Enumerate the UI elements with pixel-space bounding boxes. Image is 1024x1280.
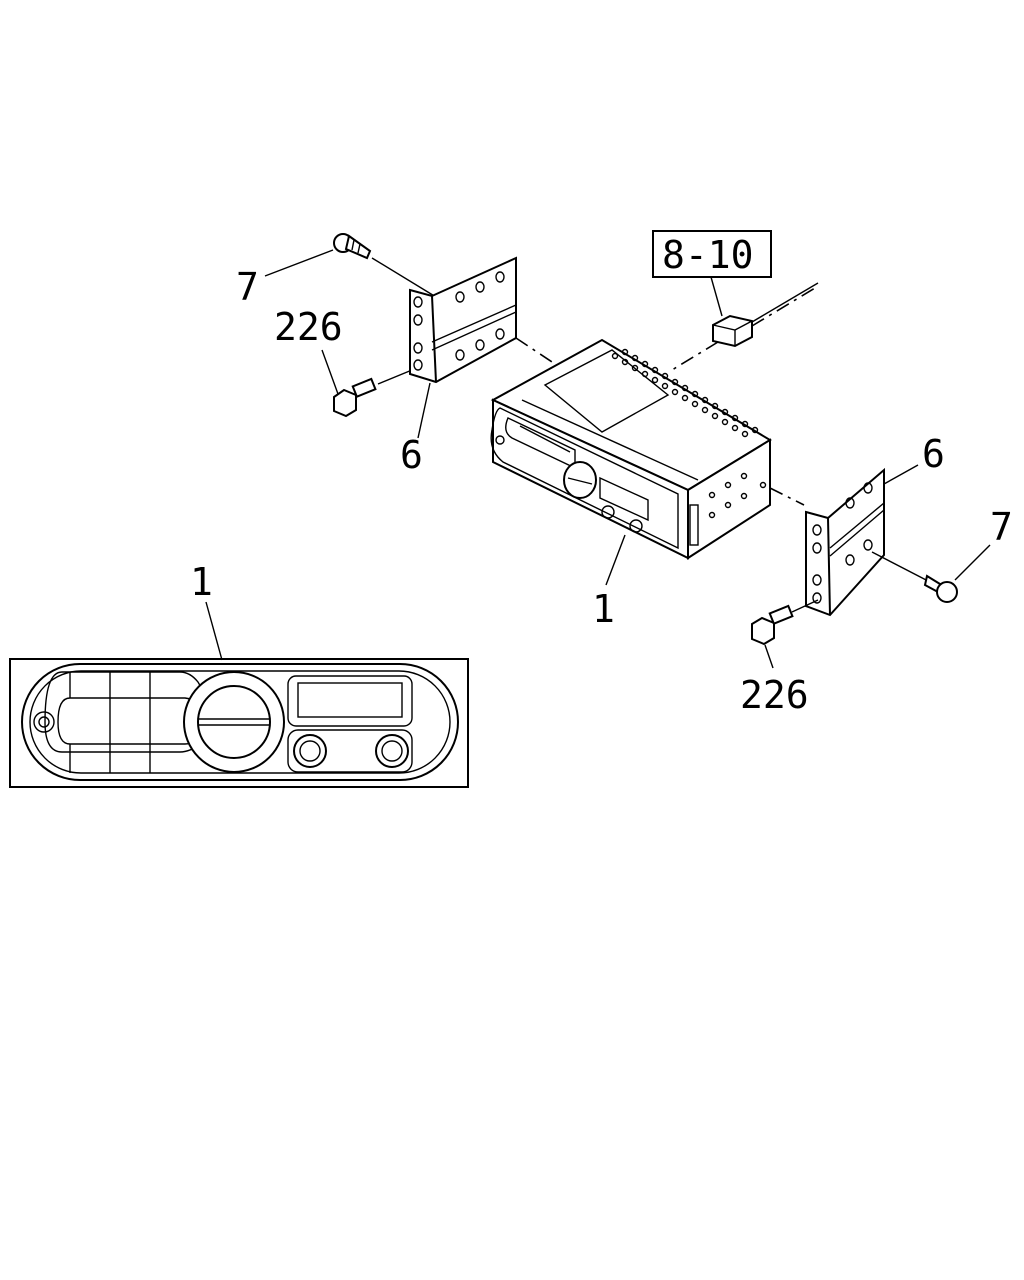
callout-226-upper: 226 — [274, 305, 343, 349]
screw-7-upper-left — [333, 233, 372, 260]
bolt-226-upper-left — [333, 377, 377, 418]
top-vents — [611, 348, 759, 438]
ref-box-label: 8-10 — [662, 233, 754, 277]
reference-box-8-10[interactable]: 8-10 — [652, 230, 772, 278]
callout-1-detail: 1 — [190, 560, 213, 604]
bolt-226-lower-right — [751, 604, 794, 646]
callout-6-right: 6 — [922, 432, 945, 476]
front-panel-detail[interactable] — [9, 658, 469, 788]
screw-7-right — [923, 574, 958, 603]
bracket-6-left — [409, 256, 517, 384]
bracket-6-right — [805, 467, 885, 617]
callout-7-upper: 7 — [236, 265, 259, 309]
callout-6-left: 6 — [400, 433, 423, 477]
callout-1-main: 1 — [592, 587, 615, 631]
radio-unit-isometric[interactable] — [490, 338, 772, 560]
callout-7-right: 7 — [990, 505, 1013, 549]
callout-226-lower: 226 — [740, 673, 809, 717]
antenna-connector — [712, 282, 819, 348]
